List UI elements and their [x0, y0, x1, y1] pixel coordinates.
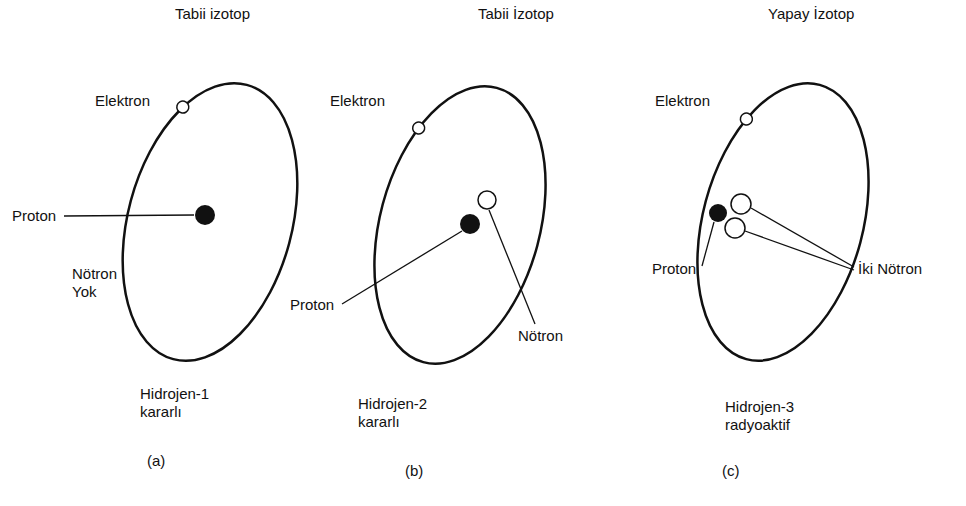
- part-label: Elektron: [655, 92, 710, 110]
- leader-lines: [64, 208, 854, 324]
- part-label: İki Nötron: [858, 260, 922, 278]
- electron-orbit: [669, 64, 897, 380]
- leader-line: [745, 231, 854, 270]
- panel-letter: (a): [147, 452, 165, 470]
- isotope-heading: Tabii izotop: [175, 5, 250, 23]
- isotope-name: Hidrojen-3 radyoaktif: [725, 398, 825, 434]
- leader-line: [702, 222, 714, 266]
- panel-letter: (c): [722, 462, 740, 480]
- part-label: Elektron: [95, 92, 150, 110]
- isotope-name: Hidrojen-1 kararlı: [140, 385, 228, 421]
- neutron-dot: [725, 218, 745, 238]
- hydrogen-1-atom: [94, 64, 326, 381]
- part-label: Proton: [290, 296, 334, 314]
- isotope-heading: Tabii İzotop: [478, 5, 554, 23]
- panel-letter: (b): [405, 462, 423, 480]
- neutron-dot: [478, 191, 496, 209]
- isotope-heading: Yapay İzotop: [768, 5, 854, 23]
- leader-line: [64, 215, 194, 216]
- isotope-name: Hidrojen-2 kararlı: [358, 395, 446, 431]
- hydrogen-3-atom: [669, 64, 897, 380]
- part-label: Proton: [12, 207, 56, 225]
- part-label: Elektron: [330, 92, 385, 110]
- part-label: Proton: [652, 260, 696, 278]
- proton-dot: [195, 205, 215, 225]
- electron-dot: [739, 112, 754, 127]
- hydrogen-2-atom: [346, 67, 574, 383]
- leader-line: [751, 208, 854, 267]
- proton-dot: [460, 214, 480, 234]
- electron-dot: [411, 121, 426, 136]
- electron-dot: [175, 100, 190, 115]
- part-label: Nötron Yok: [72, 265, 134, 301]
- proton-dot: [709, 204, 727, 222]
- leader-line: [342, 231, 462, 304]
- leader-line: [489, 210, 535, 324]
- electron-orbit: [346, 67, 574, 383]
- neutron-dot: [731, 194, 751, 214]
- part-label: Nötron: [518, 327, 563, 345]
- electron-orbit: [94, 64, 326, 381]
